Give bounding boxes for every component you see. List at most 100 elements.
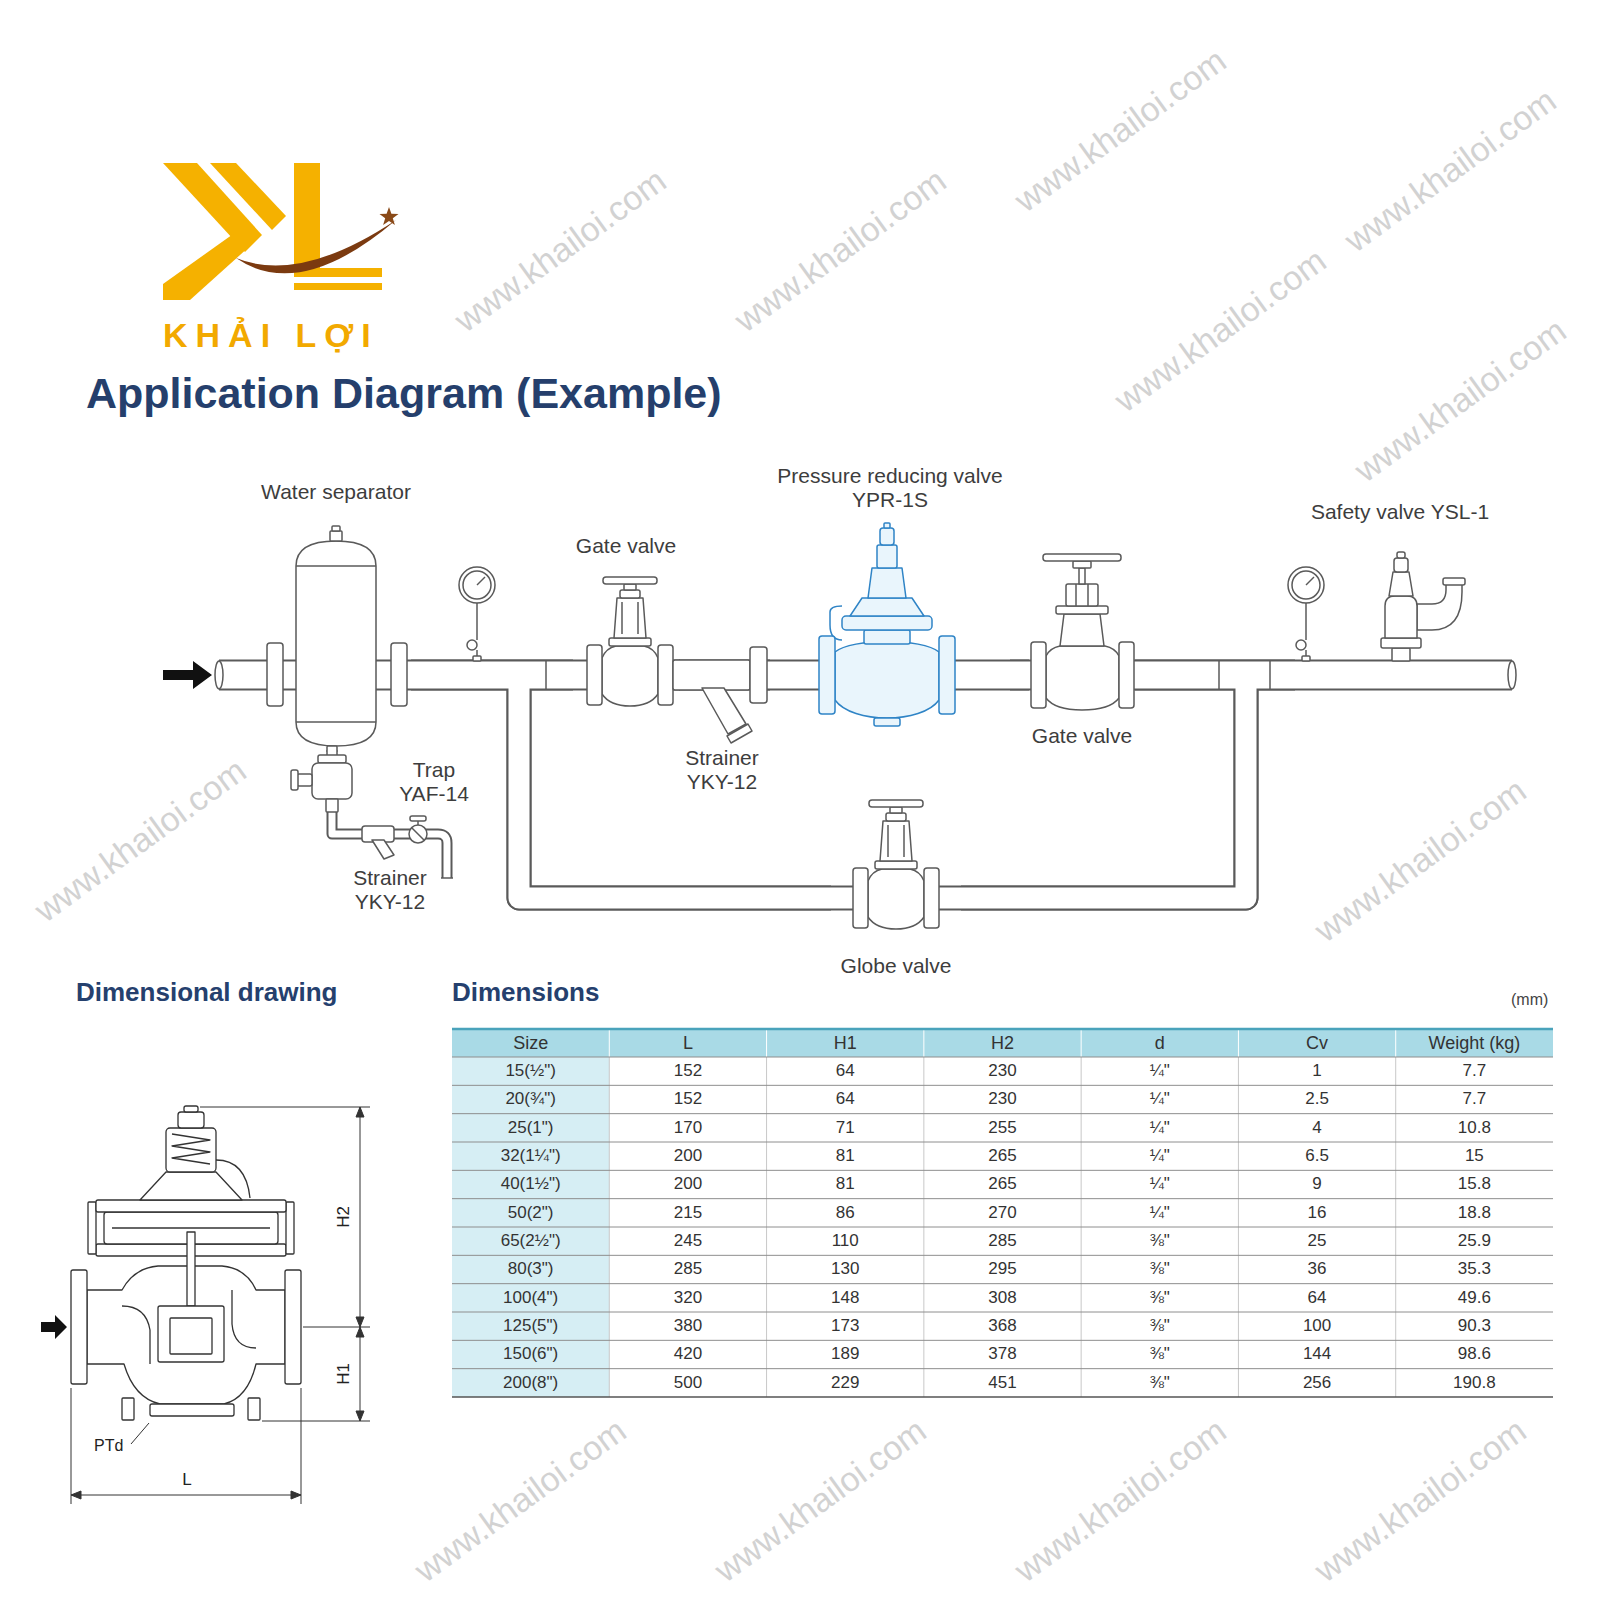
coupling-line	[545, 661, 547, 689]
arrowhead	[71, 1491, 81, 1499]
hub	[624, 584, 636, 590]
vent-cap	[332, 526, 340, 531]
table-cell: 80(3")	[452, 1255, 609, 1283]
gauge-face	[463, 571, 491, 599]
flange	[750, 647, 767, 703]
bonnet-flange	[609, 638, 651, 646]
casing-flange	[96, 1200, 286, 1212]
component-label: Globe valve	[831, 954, 961, 978]
diaphragm	[112, 1227, 270, 1228]
partition	[122, 1306, 150, 1364]
table-cell: 255	[924, 1114, 1081, 1142]
neck	[864, 630, 910, 644]
table-cell: 50(2")	[452, 1199, 609, 1227]
water-separator	[267, 526, 407, 756]
table-cell: 148	[767, 1284, 924, 1312]
component-node: Trap YAF-14	[288, 752, 472, 812]
component-node: Gate valve	[1029, 550, 1135, 748]
inlet-nipple	[1392, 648, 1410, 661]
row-line	[452, 1198, 1553, 1199]
component-node: Globe valve	[831, 798, 961, 978]
component-label: Gate valve	[1029, 724, 1135, 748]
label-block: Gate valve	[1029, 724, 1135, 748]
header-separator	[609, 1029, 610, 1057]
bonnet	[1060, 614, 1104, 646]
header-separator	[766, 1029, 767, 1057]
trap-handle	[297, 774, 312, 786]
flange	[71, 1270, 87, 1384]
watermark: www.khailoi.com	[1348, 312, 1571, 487]
watermark: www.khailoi.com	[728, 162, 951, 337]
vessel	[296, 541, 376, 746]
drain-valve-wheel	[410, 816, 426, 821]
component-node: Gate valve	[573, 534, 679, 706]
logo-swoosh	[236, 220, 396, 273]
port-label: PTd	[94, 1438, 123, 1454]
table-cell: 380	[609, 1312, 766, 1340]
hub	[1073, 561, 1091, 568]
logo-mark	[163, 163, 399, 300]
flange	[267, 643, 283, 706]
section-heading: Dimensional drawing	[76, 979, 338, 1005]
table-header: d	[1081, 1029, 1238, 1057]
bonnet-flange	[875, 861, 917, 869]
table-header: L	[609, 1029, 766, 1057]
table-cell: 86	[767, 1199, 924, 1227]
component-label: Safety valve YSL-1	[1295, 500, 1505, 524]
stem	[187, 1232, 195, 1306]
row-line	[452, 1142, 1553, 1143]
gate-valve	[1031, 554, 1134, 710]
weld-seam	[296, 565, 376, 567]
table-cell: 35.3	[1396, 1255, 1553, 1283]
watermark: www.khailoi.com	[448, 162, 671, 337]
label-block: Gate valve	[573, 534, 679, 558]
table-cell: 64	[767, 1057, 924, 1085]
table-cell: 71	[767, 1114, 924, 1142]
table-cell: 245	[609, 1227, 766, 1255]
flange	[1031, 642, 1046, 708]
label-block: Safety valve YSL-1	[1295, 500, 1505, 524]
strainer-leg	[702, 688, 746, 734]
flange	[853, 868, 868, 928]
strainer-cap	[727, 724, 752, 743]
pressure-reducing-valve	[819, 523, 955, 726]
arrowhead	[356, 1327, 364, 1337]
cap-top	[184, 1106, 198, 1112]
row-line	[452, 1312, 1553, 1313]
table-cell: 25(1")	[452, 1114, 609, 1142]
gland	[886, 813, 906, 821]
pressure-gauge	[1288, 567, 1324, 661]
table-cell: 32(1¼")	[452, 1142, 609, 1170]
table-header: Weight (kg)	[1396, 1029, 1553, 1057]
y-strainer	[673, 647, 767, 743]
table-cell: 25.9	[1396, 1227, 1553, 1255]
component-node: Safety valve YSL-1	[1295, 500, 1505, 692]
table-cell: 200(8")	[452, 1369, 609, 1397]
pipe-connector	[332, 812, 348, 834]
arrowhead	[356, 1107, 364, 1117]
table-cell: 215	[609, 1199, 766, 1227]
dimension-lines	[71, 1107, 370, 1504]
section-drawing	[71, 1106, 301, 1420]
logo-stripe	[210, 163, 286, 230]
flange	[285, 1270, 301, 1384]
component-label: Trap YAF-14	[396, 758, 472, 806]
flow-arrow	[41, 1315, 67, 1339]
trap-outlet	[326, 799, 338, 812]
strainer-leg	[372, 840, 394, 859]
valve-cage	[158, 1306, 224, 1362]
spring-housing	[166, 1128, 216, 1172]
watermark: www.khailoi.com	[1008, 42, 1231, 217]
row-line	[452, 1227, 1553, 1228]
casing-bolt	[286, 1202, 294, 1254]
table-cell: 64	[1238, 1284, 1395, 1312]
table-cell: 420	[609, 1340, 766, 1368]
table-cell: 150(6")	[452, 1340, 609, 1368]
header-separator	[1395, 1029, 1396, 1057]
cap	[1394, 558, 1408, 572]
hex-nut	[1066, 584, 1098, 606]
component-node: Pressure reducing valve YPR-1S	[770, 464, 1010, 722]
table-cell: ⅜"	[1081, 1227, 1238, 1255]
table-cell: ¼"	[1081, 1114, 1238, 1142]
component-label: Strainer YKY-12	[680, 746, 764, 794]
